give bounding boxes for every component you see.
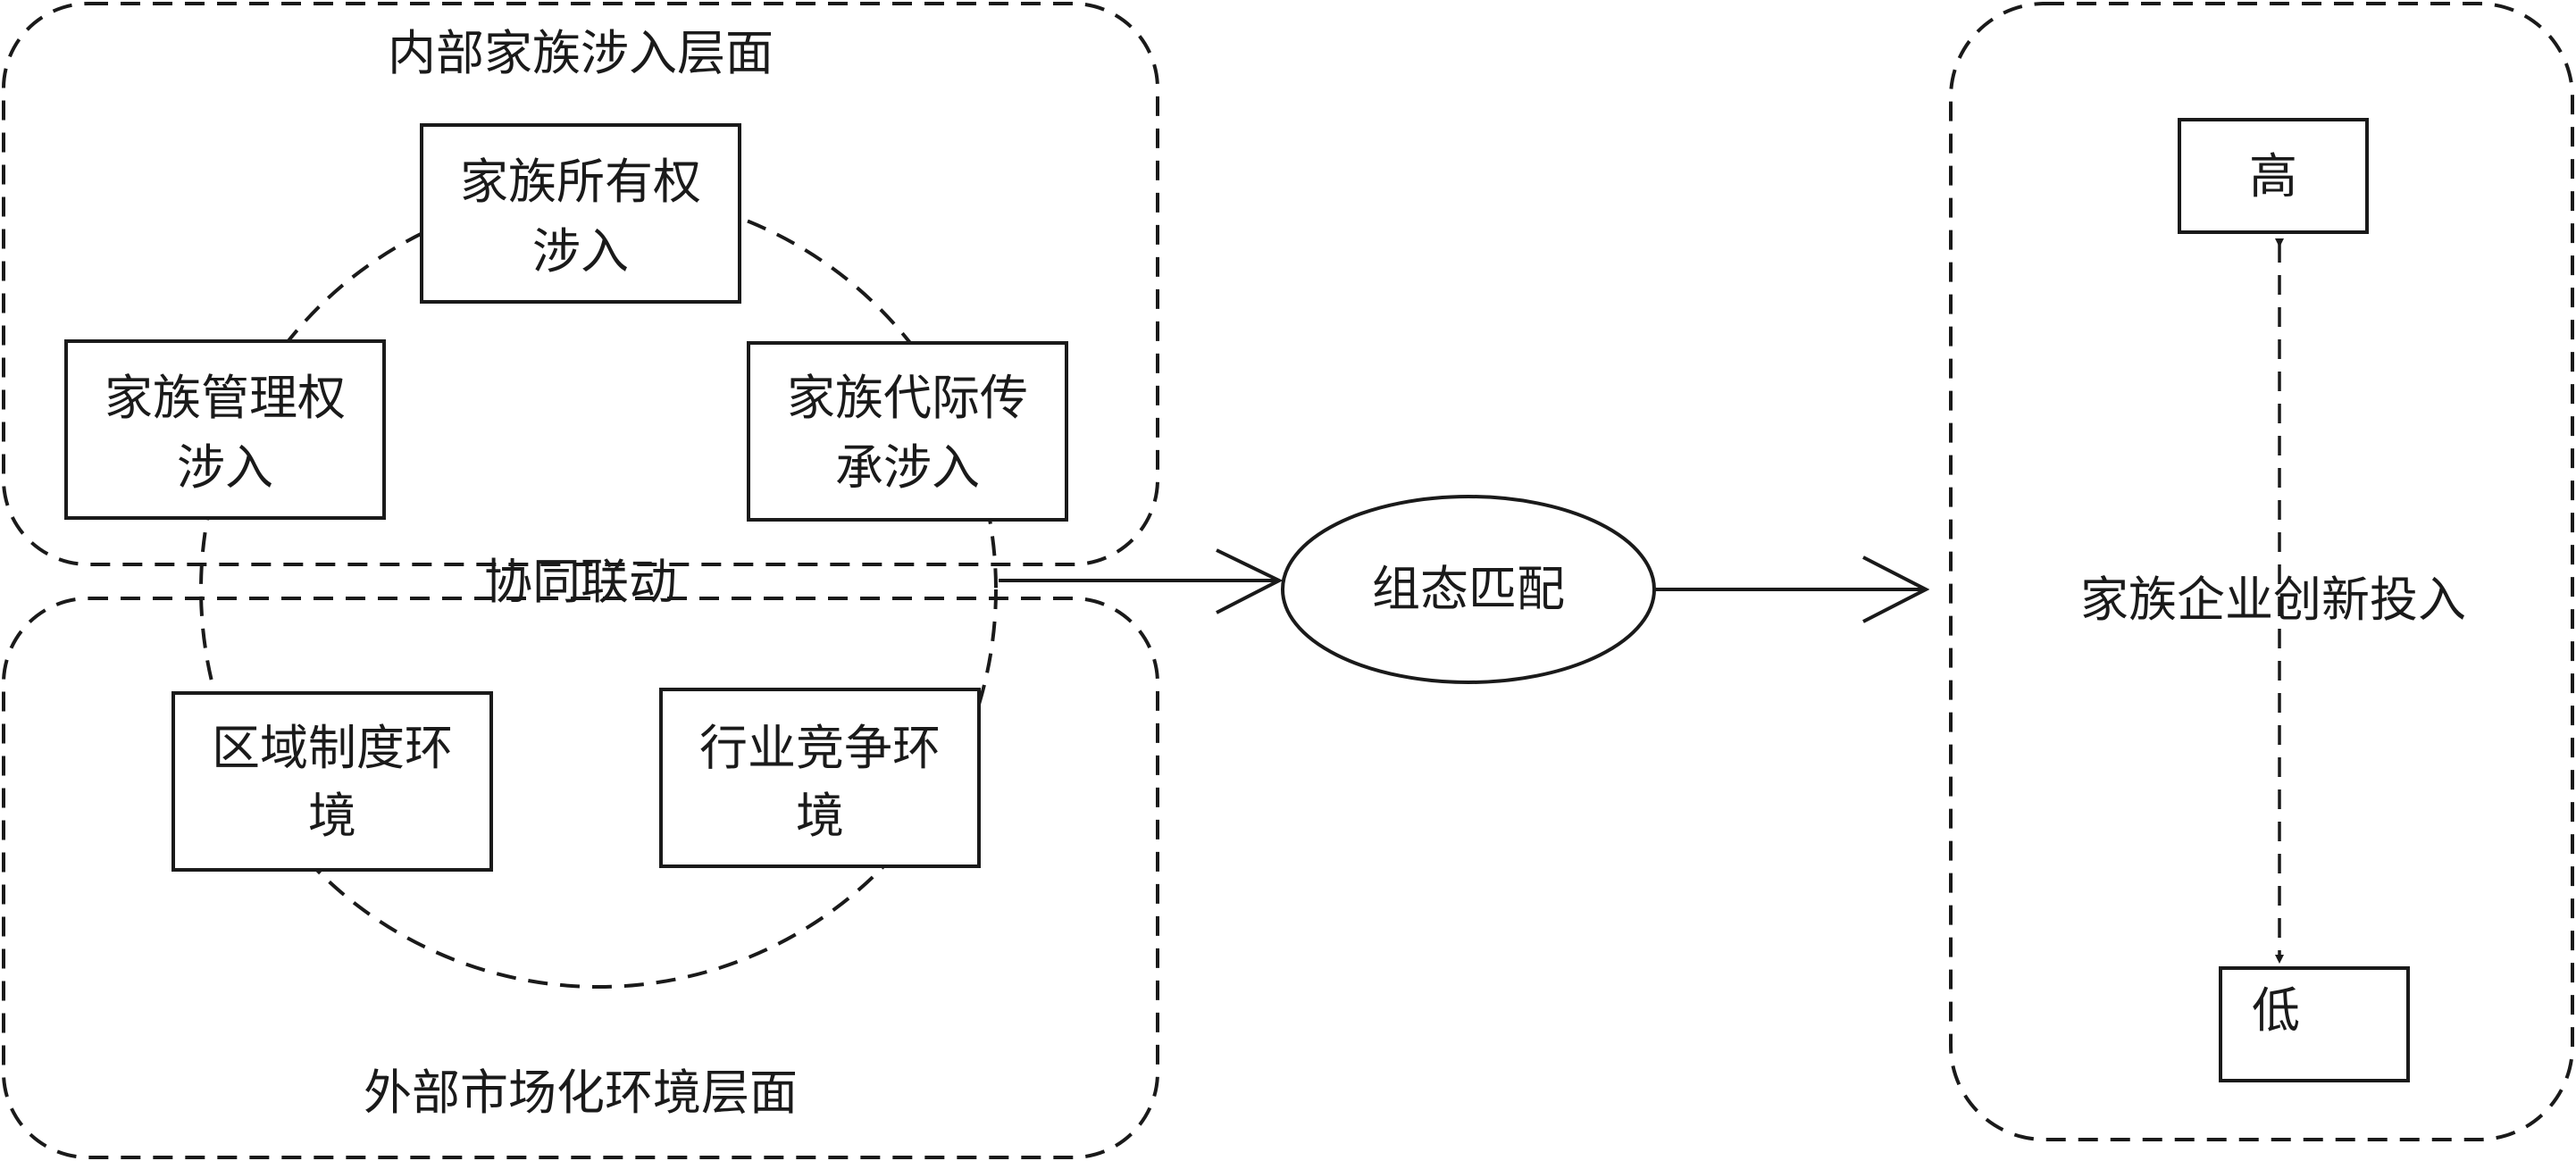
match-label: 组态匹配 — [1372, 561, 1565, 617]
synergy-label: 协同联动 — [484, 554, 677, 610]
factor-management-line1: 家族管理权 — [105, 370, 346, 426]
factor-regional-line1: 区域制度环 — [212, 720, 453, 776]
factor-regional-line2: 境 — [308, 788, 356, 844]
factor-succession: 家族代际传 承涉入 — [747, 341, 1068, 522]
factor-ownership: 家族所有权 涉入 — [420, 123, 741, 304]
external-region-title: 外部市场化环境层面 — [364, 1065, 798, 1121]
factor-industry-line2: 境 — [796, 788, 844, 844]
high-label: 高 — [2249, 148, 2297, 205]
low-box — [2219, 966, 2410, 1082]
factor-industry: 行业竞争环 境 — [659, 688, 981, 868]
factor-regional: 区域制度环 境 — [171, 691, 493, 872]
factor-succession-line1: 家族代际传 — [787, 370, 1028, 426]
factor-ownership-line1: 家族所有权 — [460, 154, 701, 210]
internal-region — [2, 2, 1159, 566]
external-region — [2, 597, 1159, 1159]
arrow-to-match-head — [1216, 548, 1284, 614]
outcome-title: 家族企业创新投入 — [2080, 572, 2466, 628]
low-label: 低 — [2252, 982, 2300, 1039]
high-box — [2178, 118, 2369, 234]
factor-management: 家族管理权 涉入 — [64, 339, 386, 520]
internal-region-title: 内部家族涉入层面 — [388, 25, 774, 81]
factor-ownership-line2: 涉入 — [532, 223, 629, 280]
arrow-to-outcome-head — [1862, 555, 1930, 623]
factor-industry-line1: 行业竞争环 — [699, 720, 941, 776]
factor-management-line2: 涉入 — [177, 439, 273, 496]
factor-succession-line2: 承涉入 — [835, 439, 980, 496]
